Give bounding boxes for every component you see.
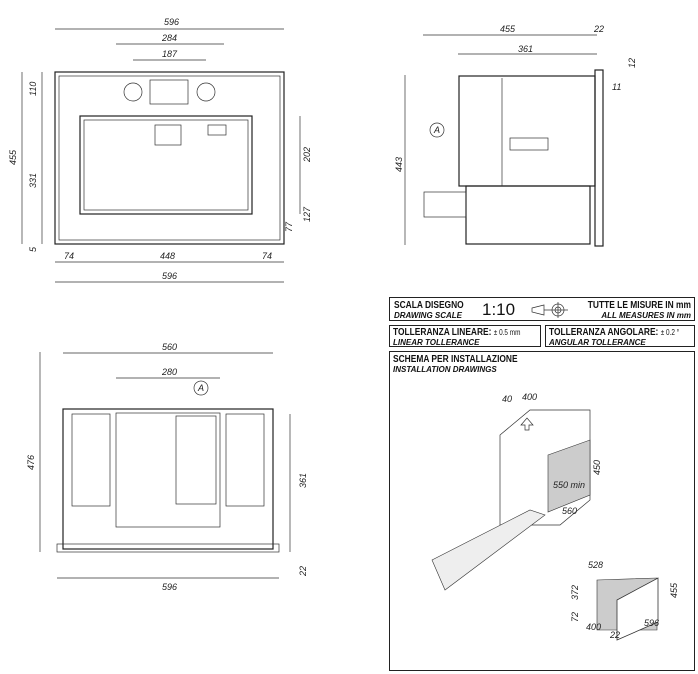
- dim-label: 22: [298, 566, 308, 577]
- install-cabinet-drawing: 40 400 450 550 min 560: [431, 392, 602, 591]
- drawing-line: [79, 115, 253, 215]
- dim-label: 110: [28, 82, 38, 96]
- drawing-line: [196, 82, 216, 102]
- angular-tolerance-block: TOLLERANZA ANGOLARE: ± 0.2 ° ANGULAR TOL…: [545, 325, 695, 347]
- drawing-line: [547, 439, 591, 513]
- dim-label: 560: [562, 506, 577, 516]
- drawing-line: [458, 75, 596, 187]
- drawing-line: [154, 124, 182, 146]
- dim-label: 361: [518, 44, 533, 54]
- dim-label: 12: [627, 58, 637, 68]
- dim-label: 74: [64, 251, 74, 261]
- dim-label: 77: [284, 221, 294, 232]
- grille-panel: [175, 415, 217, 505]
- arrow-up-icon: [520, 417, 534, 431]
- angular-tol-value: ± 0.2 °: [660, 328, 680, 337]
- dim-label: 127: [302, 206, 312, 222]
- dim-label: 284: [161, 33, 177, 43]
- drawing-line: [62, 408, 274, 550]
- dim-label: 476: [26, 455, 36, 470]
- scale-value: 1:10: [482, 300, 516, 319]
- measures-label-en: ALL MEASURES IN mm: [601, 311, 691, 320]
- dim-label: 596: [162, 582, 177, 592]
- dim-label: 400: [586, 622, 601, 632]
- dim-label: 596: [162, 271, 177, 281]
- linear-tol-label: TOLLERANZA LINEARE:: [393, 326, 492, 338]
- dim-label: 5: [28, 246, 38, 252]
- dim-label: 455: [500, 24, 516, 34]
- install-label-en: INSTALLATION DRAWINGS: [393, 365, 497, 374]
- dim-label: 40: [502, 394, 512, 404]
- callout-label: A: [197, 383, 204, 393]
- dim-label: 400: [522, 392, 537, 402]
- dim-label: 22: [593, 24, 604, 34]
- angular-tol-en: ANGULAR TOLLERANCE: [549, 338, 646, 347]
- dim-label: 450: [592, 460, 602, 475]
- linear-tolerance-block: TOLLERANZA LINEARE: ± 0.5 mm LINEAR TOLL…: [389, 325, 541, 347]
- callout-label: A: [433, 125, 440, 135]
- install-appliance-drawing: 528 372 455 72 400 22 596: [570, 560, 679, 641]
- dim-label: 22: [609, 630, 620, 640]
- dim-label: 443: [394, 157, 404, 172]
- drawing-line: [423, 191, 467, 218]
- dim-label: 596: [164, 17, 179, 27]
- angular-tol-label: TOLLERANZA ANGOLARE:: [549, 326, 659, 338]
- dim-label: 72: [570, 612, 580, 622]
- drawing-line: [509, 137, 549, 151]
- drawing-line: [56, 543, 280, 553]
- measures-label: TUTTE LE MISURE IN mm: [587, 299, 691, 311]
- callout-circle: [429, 122, 445, 138]
- installation-block: SCHEMA PER INSTALLAZIONE INSTALLATION DR…: [389, 351, 695, 671]
- dim-label: 528: [588, 560, 603, 570]
- install-label: SCHEMA PER INSTALLAZIONE: [393, 353, 518, 365]
- dim-label: 331: [28, 173, 38, 188]
- drawing-line: [225, 413, 265, 507]
- drawing-line: [115, 412, 221, 528]
- drawing-line: [54, 71, 285, 245]
- dim-label: 455: [669, 582, 679, 598]
- drawing-line: [149, 79, 189, 105]
- scale-block: SCALA DISEGNO DRAWING SCALE 1:10 TUTTE L…: [389, 297, 695, 321]
- drawing-line: [465, 185, 591, 245]
- drawing-line: [58, 75, 281, 241]
- callout-circle: [193, 380, 209, 396]
- drawing-line: [123, 82, 143, 102]
- dim-label: 187: [162, 49, 178, 59]
- linear-tol-value: ± 0.5 mm: [493, 328, 521, 337]
- projection-symbol-icon: [531, 302, 568, 318]
- dim-label: 280: [161, 367, 177, 377]
- linear-tol-en: LINEAR TOLLERANCE: [393, 338, 480, 347]
- dim-label: 202: [302, 147, 312, 163]
- vent-grille: [509, 137, 549, 151]
- drawing-line: [207, 124, 227, 136]
- dim-label: 455: [8, 149, 18, 165]
- dim-label: 74: [262, 251, 272, 261]
- drawing-line: [531, 304, 545, 316]
- dim-label: 560: [162, 342, 177, 352]
- drawing-line: [594, 69, 604, 247]
- drawing-line: [71, 413, 111, 507]
- scale-label-en: DRAWING SCALE: [394, 311, 462, 320]
- scale-label: SCALA DISEGNO: [394, 299, 464, 311]
- side-view: A 455 22 361 12 11 443: [394, 24, 637, 247]
- dim-label: 550 min: [553, 480, 585, 490]
- front-view: 596 284 187 110 455 331 5 202 127 77 74 …: [8, 17, 312, 283]
- dim-label: 448: [160, 251, 175, 261]
- dim-label: 11: [612, 82, 621, 92]
- drawing-line: [616, 577, 659, 641]
- dim-label: 596: [644, 618, 659, 628]
- drawing-line: [83, 119, 249, 211]
- drawing-line: [431, 509, 546, 591]
- dim-label: 361: [298, 473, 308, 488]
- top-view: A 560 280 476 361 22 596: [26, 342, 308, 592]
- dim-label: 372: [570, 585, 580, 600]
